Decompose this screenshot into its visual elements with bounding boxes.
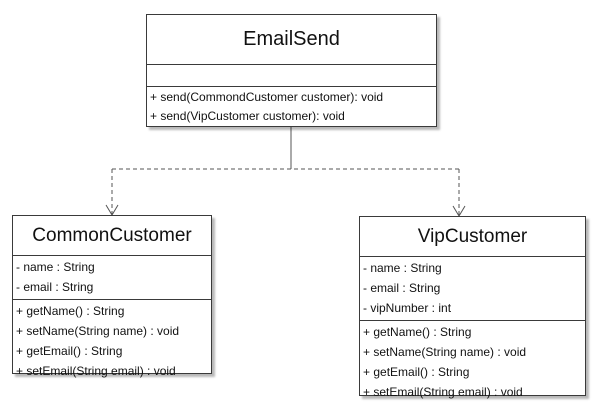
- attribute: - email : String: [16, 280, 94, 294]
- operation: + getName() : String: [363, 325, 472, 339]
- operations-section: + send(CommondCustomer customer): void +…: [147, 87, 436, 128]
- class-name: VipCustomer: [360, 217, 585, 257]
- operation: + getEmail() : String: [16, 344, 123, 358]
- operation: + setEmail(String email) : void: [16, 364, 176, 378]
- operations-section: + getName() : String + setName(String na…: [360, 321, 585, 404]
- operation: + getEmail() : String: [363, 365, 470, 379]
- attributes-section: [147, 65, 436, 87]
- operation: + send(VipCustomer customer): void: [150, 109, 345, 123]
- attribute: - vipNumber : int: [363, 301, 452, 315]
- operation: + setName(String name) : void: [363, 345, 527, 359]
- attributes-section: - name : String - email : String - vipNu…: [360, 257, 585, 321]
- operations-section: + getName() : String + setName(String na…: [13, 300, 211, 383]
- class-vipcustomer[interactable]: VipCustomer - name : String - email : St…: [359, 216, 586, 399]
- class-emailsend[interactable]: EmailSend + send(CommondCustomer custome…: [146, 14, 437, 127]
- attribute: - name : String: [16, 260, 95, 274]
- operation: + setName(String name) : void: [16, 324, 180, 338]
- attribute: - name : String: [363, 261, 442, 275]
- class-commoncustomer[interactable]: CommonCustomer - name : String - email :…: [12, 215, 212, 378]
- class-name: EmailSend: [147, 15, 436, 65]
- operation: + getName() : String: [16, 304, 125, 318]
- attributes-section: - name : String - email : String: [13, 256, 211, 300]
- operation: + setEmail(String email) : void: [363, 385, 523, 399]
- class-name: CommonCustomer: [13, 216, 211, 256]
- attribute: - email : String: [363, 281, 441, 295]
- operation: + send(CommondCustomer customer): void: [150, 90, 384, 104]
